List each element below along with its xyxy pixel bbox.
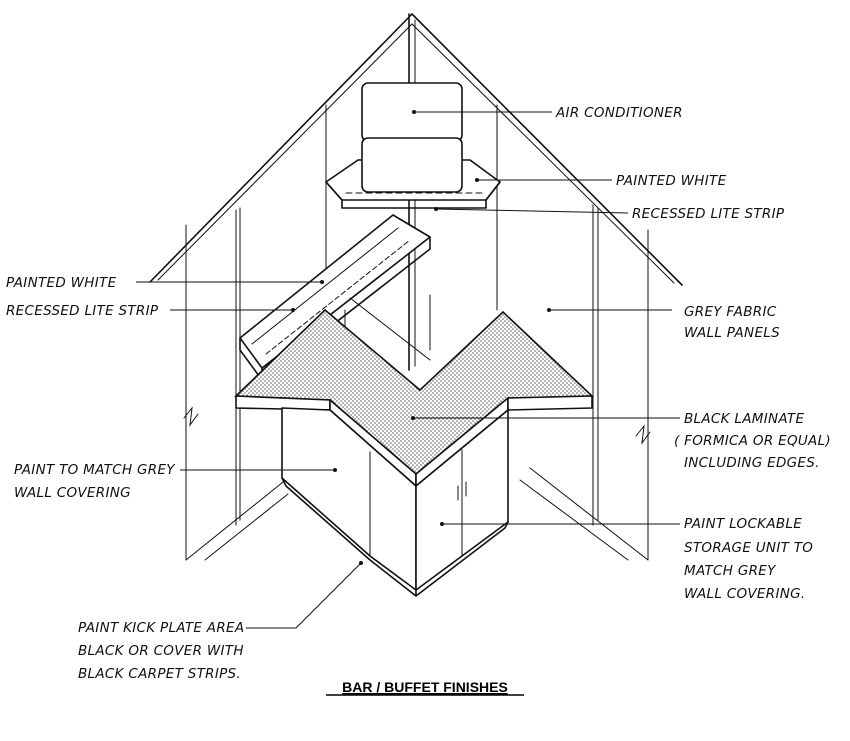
counter-top [234, 308, 594, 487]
label-recessed-lite-strip-left: RECESSED LITE STRIP [6, 303, 159, 319]
base-cabinets [281, 407, 509, 597]
label-black-laminate-3: INCLUDING EDGES. [684, 455, 820, 471]
label-kick-2: BLACK OR COVER WITH [78, 643, 244, 659]
label-painted-white-left: PAINTED WHITE [6, 275, 117, 291]
label-paint-match-1: PAINT TO MATCH GREY [14, 462, 176, 478]
label-lockable-4: WALL COVERING. [684, 586, 805, 602]
label-black-laminate-1: BLACK LAMINATE [684, 411, 804, 427]
label-lockable-3: MATCH GREY [684, 563, 777, 579]
leader-lines [136, 111, 680, 629]
air-conditioner [325, 82, 501, 211]
labels: AIR CONDITIONER PAINTED WHITE RECESSED L… [6, 105, 831, 682]
label-lockable-1: PAINT LOCKABLE [684, 516, 802, 532]
label-kick-3: BLACK CARPET STRIPS. [78, 666, 241, 682]
label-black-laminate-2: ( FORMICA OR EQUAL) [674, 433, 831, 449]
label-recessed-lite-strip-right: RECESSED LITE STRIP [632, 206, 785, 222]
label-grey-fabric-2: WALL PANELS [684, 325, 780, 341]
diagram-caption: BAR / BUFFET FINISHES [342, 679, 508, 695]
label-paint-match-2: WALL COVERING [14, 485, 131, 501]
wall-outline [149, 13, 683, 561]
label-grey-fabric-1: GREY FABRIC [684, 304, 777, 320]
label-lockable-2: STORAGE UNIT TO [684, 540, 813, 556]
label-air-conditioner: AIR CONDITIONER [555, 105, 683, 121]
label-kick-1: PAINT KICK PLATE AREA [78, 620, 244, 636]
label-painted-white-right: PAINTED WHITE [616, 173, 727, 189]
